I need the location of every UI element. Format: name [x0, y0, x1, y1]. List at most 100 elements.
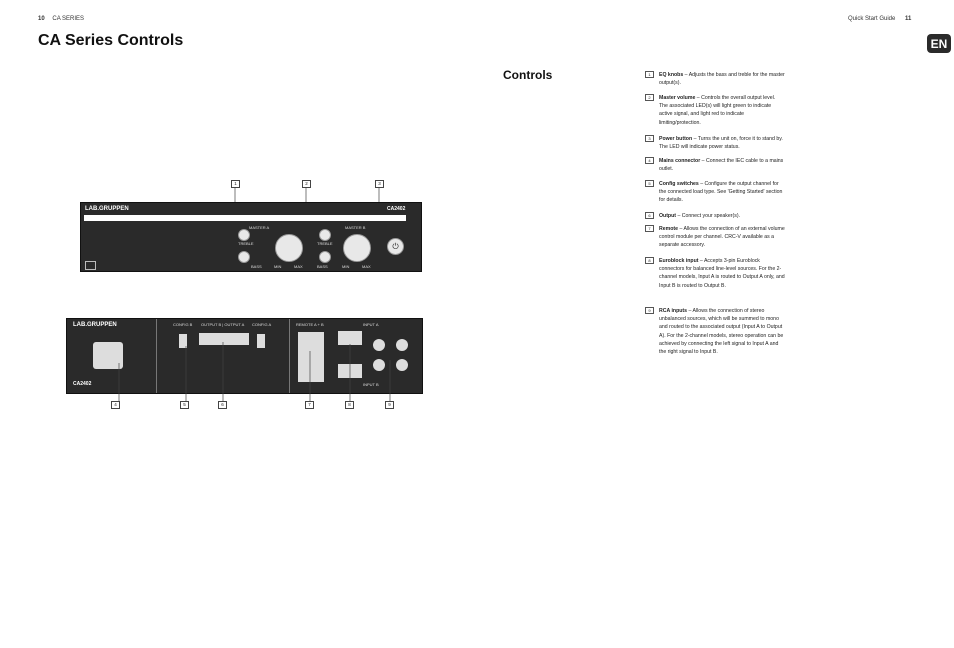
callout-2: 2: [302, 180, 311, 188]
item-number: 9: [645, 307, 654, 314]
item-term: RCA inputs: [659, 308, 688, 314]
page-title: CA Series Controls: [38, 32, 184, 49]
config-a-label: CONFIG A: [252, 322, 272, 327]
controls-item-1: 1 EQ knobs – Adjusts the bass and treble…: [645, 71, 785, 87]
item-term: Euroblock input: [659, 258, 699, 264]
right-page-number: 11: [905, 16, 912, 22]
item-description: – Allows the connection of stereo unbala…: [659, 308, 784, 356]
language-badge: EN: [927, 34, 951, 53]
config-b-label: CONFIG B: [173, 322, 193, 327]
front-panel-figure: 1 2 3 LAB.GRUPPEN CA2402 MASTER A MASTER…: [80, 180, 425, 275]
callout-8: 8: [345, 401, 354, 409]
item-number: 1: [645, 71, 654, 78]
item-description: – Turns the unit on, force it to stand b…: [659, 136, 783, 151]
item-number: 7: [645, 225, 654, 232]
controls-heading: Controls: [503, 68, 553, 82]
front-vent-logo: [85, 261, 96, 270]
bass-a-knob[interactable]: [238, 251, 250, 263]
item-description: – Controls the overall output level. The…: [659, 95, 776, 126]
treble-a-knob[interactable]: [238, 229, 250, 241]
rear-callout-leader-lines: [118, 342, 391, 401]
master-a-volume-knob[interactable]: [275, 234, 303, 262]
master-a-max-label: MAX: [294, 264, 303, 269]
item-description: – Adjusts the bass and treble for the ma…: [659, 72, 785, 87]
item-term: Config switches: [659, 181, 699, 187]
bass-a-label: BASS: [251, 264, 262, 269]
treble-a-label: TREBLE: [238, 241, 254, 246]
right-guide-label: Quick Start Guide: [848, 16, 896, 22]
rca-input-b-right[interactable]: [396, 359, 408, 371]
controls-item-2: 2 Master volume – Controls the overall o…: [645, 94, 785, 127]
callout-7: 7: [305, 401, 314, 409]
left-page-header: 10 CA SERIES: [38, 16, 84, 22]
left-series-label: CA SERIES: [52, 16, 85, 22]
euroblock-input-a[interactable]: [338, 331, 362, 345]
remote-label: REMOTE A + B: [296, 322, 324, 327]
controls-item-5: 5 Config switches – Configure the output…: [645, 180, 785, 205]
controls-item-4: 4 Mains connector – Connect the IEC cabl…: [645, 157, 785, 173]
master-b-min-label: MIN: [342, 264, 350, 269]
callout-5: 5: [180, 401, 189, 409]
rear-brand-logo: LAB.GRUPPEN: [73, 322, 117, 328]
front-led-strip: [84, 215, 406, 221]
input-b-label: INPUT B: [363, 382, 379, 387]
rear-divider-2: [289, 319, 290, 393]
bass-b-label: BASS: [317, 264, 328, 269]
item-number: 5: [645, 180, 654, 187]
output-label: OUTPUT B | OUTPUT A: [201, 322, 245, 327]
rear-panel: LAB.GRUPPEN CA2402 CONFIG B OUTPUT B | O…: [66, 318, 423, 394]
rca-input-a-left[interactable]: [373, 339, 385, 351]
callout-9: 9: [385, 401, 394, 409]
master-a-label: MASTER A: [249, 225, 270, 230]
input-a-label: INPUT A: [363, 322, 379, 327]
power-icon: ⏻: [392, 241, 399, 251]
item-description: – Connect your speaker(s).: [676, 213, 741, 219]
front-panel: LAB.GRUPPEN CA2402 MASTER A MASTER B TRE…: [80, 202, 422, 272]
master-a-min-label: MIN: [274, 264, 282, 269]
item-description: – Accepts 3-pin Euroblock connectors for…: [659, 258, 785, 289]
item-number: 8: [645, 257, 654, 264]
item-term: Master volume: [659, 95, 696, 101]
controls-item-6: 6 Output – Connect your speaker(s).: [645, 212, 785, 220]
item-term: Output: [659, 213, 676, 219]
front-brand-logo: LAB.GRUPPEN: [85, 206, 129, 212]
item-number: 2: [645, 94, 654, 101]
mains-connector[interactable]: [93, 342, 123, 369]
left-page-number: 10: [38, 16, 45, 22]
treble-b-knob[interactable]: [319, 229, 331, 241]
controls-item-8: 8 Euroblock input – Accepts 3-pin Eurobl…: [645, 257, 785, 290]
item-term: EQ knobs: [659, 72, 684, 78]
front-model-label: CA2402: [387, 206, 406, 212]
item-term: Mains connector: [659, 158, 701, 164]
controls-item-9: 9 RCA inputs – Allows the connection of …: [645, 307, 785, 356]
power-button[interactable]: ⏻: [387, 238, 404, 255]
callout-3: 3: [375, 180, 384, 188]
item-number: 4: [645, 157, 654, 164]
rca-input-a-right[interactable]: [396, 339, 408, 351]
output-terminals[interactable]: [199, 333, 249, 345]
rca-input-b-left[interactable]: [373, 359, 385, 371]
remote-connectors[interactable]: [298, 332, 324, 382]
bass-b-knob[interactable]: [319, 251, 331, 263]
master-b-max-label: MAX: [362, 264, 371, 269]
master-b-label: MASTER B: [345, 225, 366, 230]
item-number: 6: [645, 212, 654, 219]
callout-1: 1: [231, 180, 240, 188]
config-b-switches[interactable]: [179, 334, 187, 348]
item-description: – Configure the output channel for the c…: [659, 181, 783, 204]
callout-6: 6: [218, 401, 227, 409]
item-term: Power button: [659, 136, 693, 142]
config-a-switches[interactable]: [257, 334, 265, 348]
controls-item-3: 3 Power button – Turns the unit on, forc…: [645, 135, 785, 151]
item-description: – Allows the connection of an external v…: [659, 226, 785, 249]
rear-panel-figure: LAB.GRUPPEN CA2402 CONFIG B OUTPUT B | O…: [66, 318, 426, 410]
item-number: 3: [645, 135, 654, 142]
item-description: – Connect the IEC cable to a mains outle…: [659, 158, 784, 173]
treble-b-label: TREBLE: [317, 241, 333, 246]
controls-item-7: 7 Remote – Allows the connection of an e…: [645, 225, 785, 250]
rear-model-label: CA2402: [73, 381, 92, 387]
item-term: Remote: [659, 226, 679, 232]
master-b-volume-knob[interactable]: [343, 234, 371, 262]
right-page-header: Quick Start Guide 11: [848, 16, 917, 22]
rear-divider: [156, 319, 157, 393]
